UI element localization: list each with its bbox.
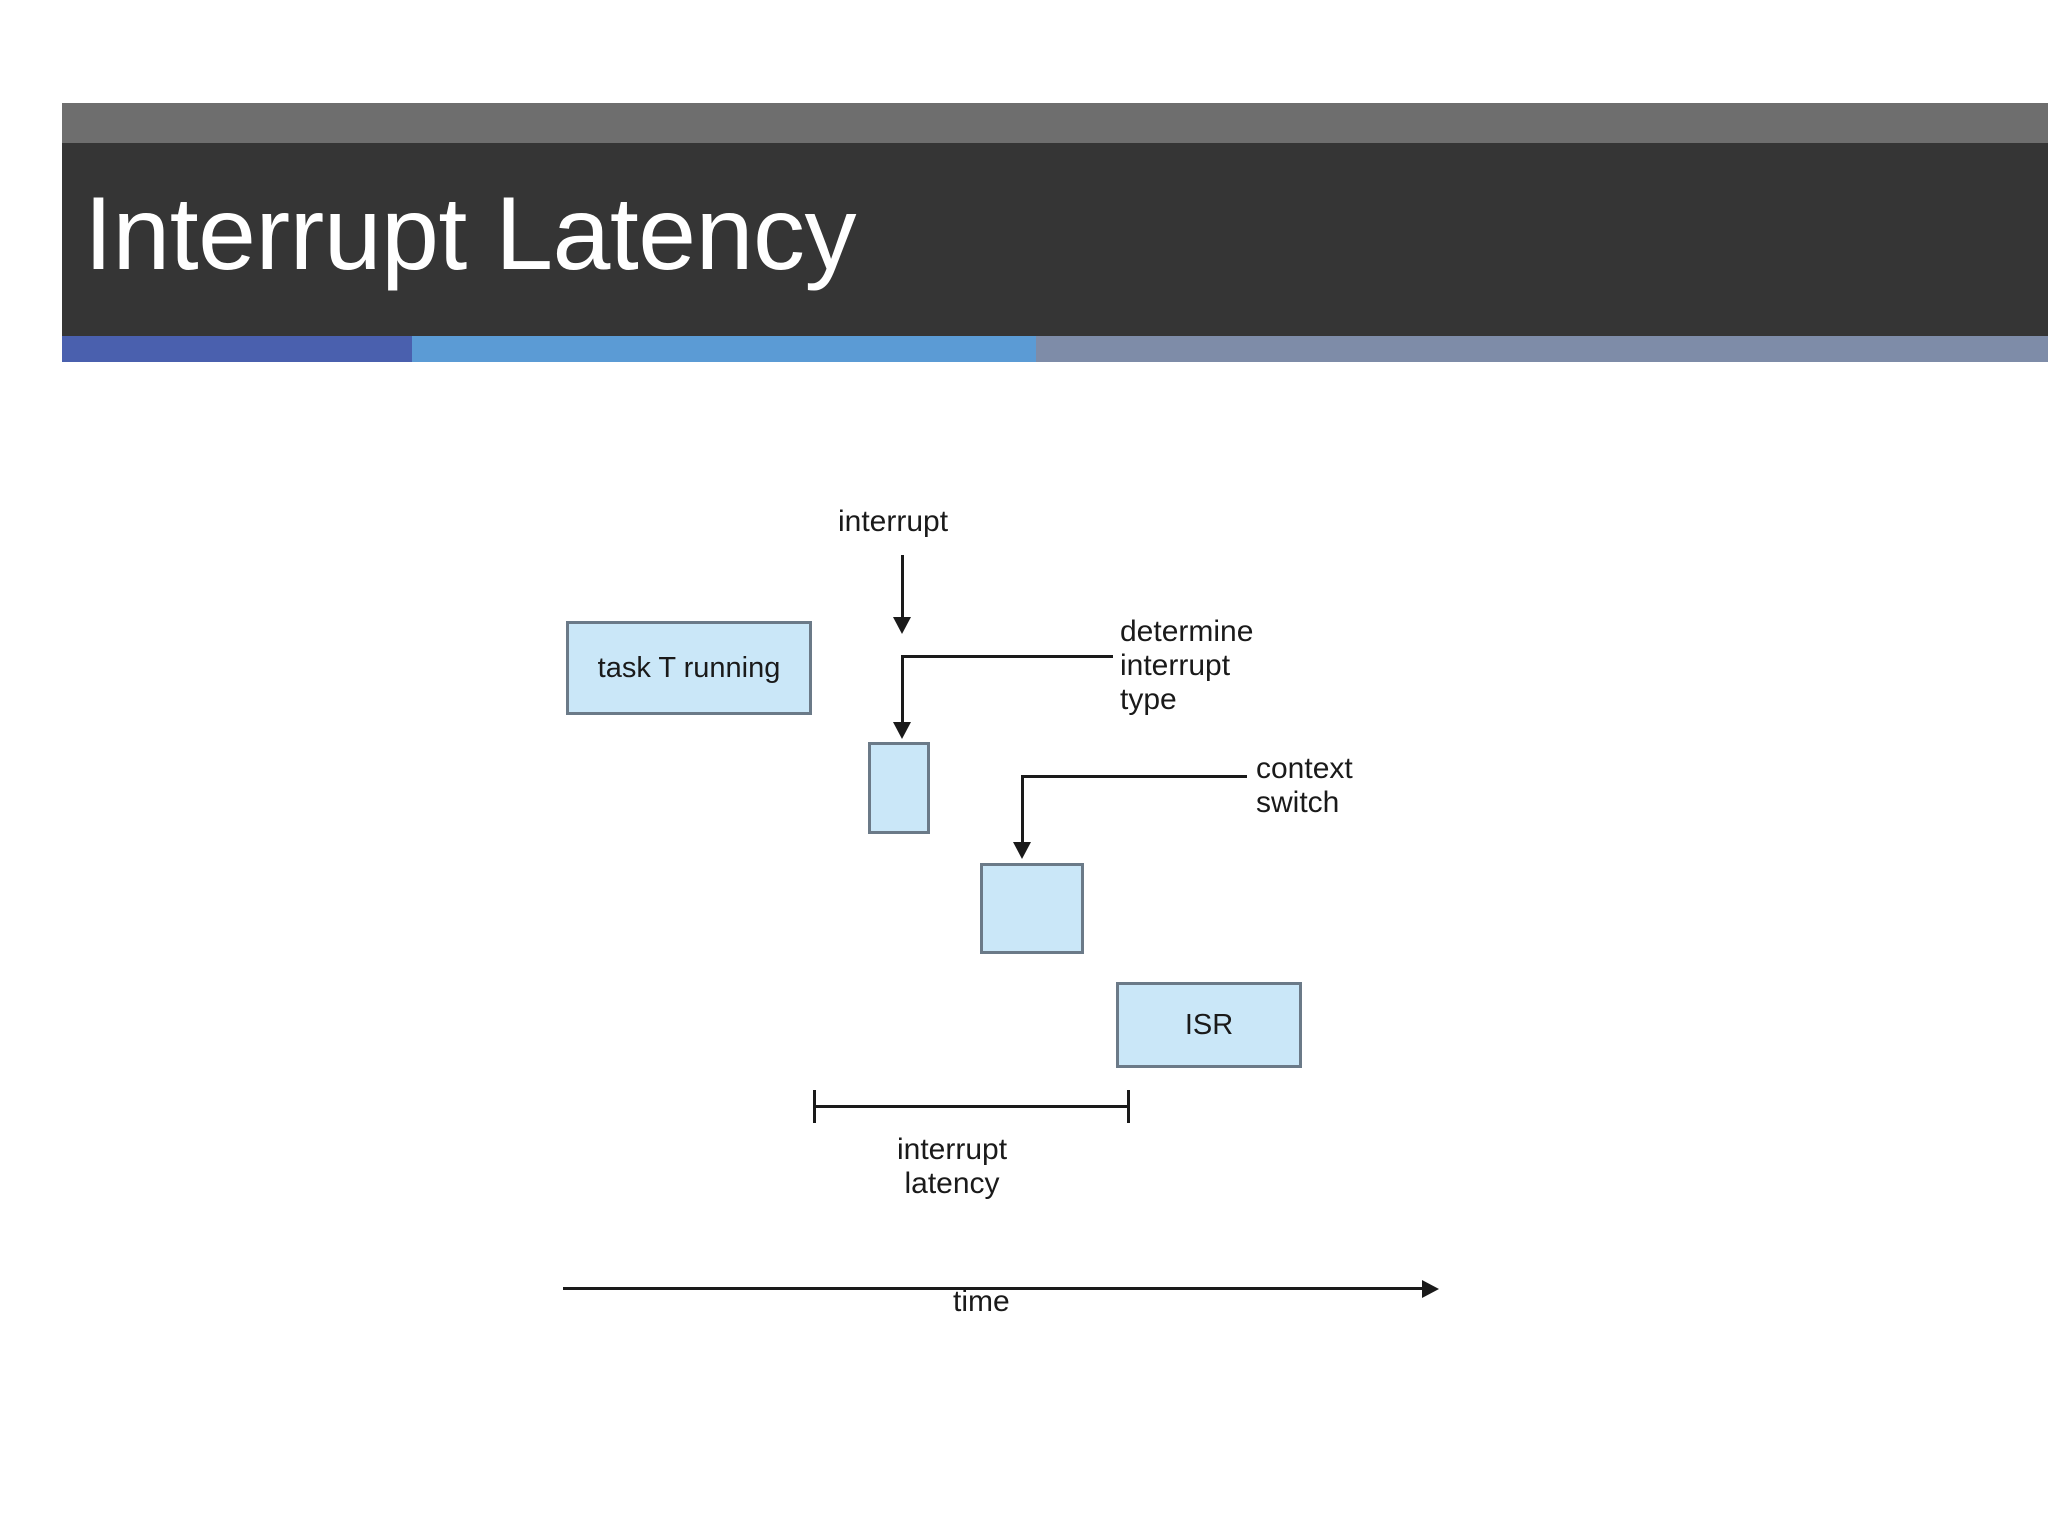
time-axis-line: [563, 1287, 1429, 1290]
interrupt-latency-bracket-line: [813, 1105, 1130, 1108]
accent-stripe-segment-3: [1036, 336, 2048, 362]
time-axis-label: time: [953, 1285, 1010, 1318]
determine-connector-vertical: [901, 655, 904, 727]
context-switch-box: [980, 863, 1084, 954]
header-accent-stripe: [62, 336, 2048, 362]
task-running-box-label: task T running: [597, 651, 781, 684]
interrupt-arrow-head-icon: [893, 617, 911, 634]
page-title: Interrupt Latency: [84, 176, 856, 292]
header-top-bar: [62, 103, 2048, 143]
context-switch-label: context switch: [1256, 752, 1353, 819]
interrupt-latency-bracket-cap-right: [1127, 1090, 1130, 1123]
header-title-bar: Interrupt Latency: [62, 143, 2048, 336]
determine-interrupt-type-label: determine interrupt type: [1120, 615, 1254, 716]
time-axis-arrow-head-icon: [1422, 1280, 1439, 1298]
slide-header: Interrupt Latency: [62, 103, 2048, 371]
isr-box-label: ISR: [1184, 1008, 1234, 1041]
accent-stripe-segment-1: [62, 336, 412, 362]
interrupt-label: interrupt: [838, 505, 949, 538]
interrupt-latency-bracket-cap-left: [813, 1090, 816, 1123]
context-switch-connector-vertical: [1021, 775, 1024, 847]
context-switch-arrow-head-icon: [1013, 842, 1031, 859]
task-running-box: task T running: [566, 621, 812, 715]
accent-stripe-segment-2: [412, 336, 1036, 362]
determine-arrow-head-icon: [893, 722, 911, 739]
interrupt-latency-label: interrupt latency: [897, 1133, 1008, 1200]
isr-box: ISR: [1116, 982, 1302, 1068]
determine-connector-horizontal: [901, 655, 1113, 658]
interrupt-arrow-shaft: [901, 555, 904, 623]
context-switch-connector-horizontal: [1021, 775, 1247, 778]
determine-interrupt-type-box: [868, 742, 930, 834]
